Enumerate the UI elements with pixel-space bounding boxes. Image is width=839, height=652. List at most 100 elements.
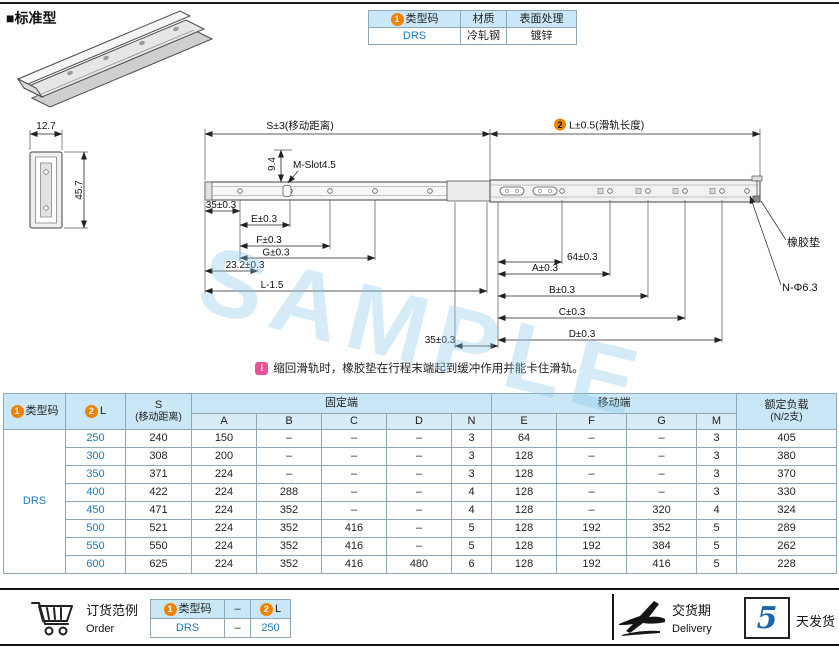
table-cell: –: [386, 465, 452, 484]
dim-l-label: L±0.5(滑轨长度): [569, 119, 644, 132]
table-cell: 324: [736, 501, 838, 520]
top-rule: [0, 2, 839, 4]
table-cell: –: [386, 429, 452, 448]
cart-icon: [31, 602, 73, 636]
table-cell: 250: [65, 429, 126, 448]
header-s-line2: (移动距离): [135, 412, 182, 424]
table-cell: –: [556, 501, 628, 520]
spec-value-type-code: DRS: [368, 27, 461, 45]
table-cell: –: [386, 483, 452, 502]
table-cell: 150: [191, 429, 257, 448]
type-code-badge: 1: [10, 405, 24, 418]
header-type-code-label: 类型码: [25, 405, 59, 418]
table-cell: –: [556, 429, 628, 448]
header-col-c: C: [321, 413, 387, 430]
table-cell: 371: [125, 465, 192, 484]
table-cell: –: [556, 483, 628, 502]
table-cell: 600: [65, 555, 126, 574]
fixed-end-dimensions: 35±0.3 E±0.3 F±0.3 G±0.3 23.2±0.3 L-1.5: [204, 200, 488, 294]
table-cell: 128: [491, 447, 558, 466]
type-code-badge: 1: [390, 12, 404, 26]
table-cell: –: [321, 465, 387, 484]
right-annotations: 橡胶垫 N-Φ6.3: [749, 195, 820, 294]
table-cell: 224: [191, 465, 257, 484]
header-col-f: F: [556, 413, 628, 430]
table-row: 600 625 224 352 416 480 6 128 192 416 5 …: [4, 555, 838, 574]
table-cell: –: [256, 429, 322, 448]
dim-d: D±0.3: [569, 329, 596, 340]
airplane-icon: [619, 601, 665, 636]
note: ! 缩回滑轨时，橡胶垫在行程末端起到缓冲作用并能卡住滑轨。: [0, 360, 839, 376]
dim-section-width: 12.7: [36, 121, 56, 132]
rubber-pad-label: 橡胶垫: [787, 235, 820, 249]
table-cell: 300: [65, 447, 126, 466]
delivery-days: 5: [756, 600, 778, 636]
table-cell: 625: [125, 555, 192, 574]
moving-end-dimensions: 64±0.3 A±0.3 B±0.3 C±0.3 D±0.3 35±0.3: [425, 200, 723, 349]
order-value-dash: –: [224, 618, 251, 638]
table-row: 300 308 200 – – – 3 128 – – 3 380: [4, 447, 838, 466]
table-cell: 224: [191, 519, 257, 538]
header-s-line1: S: [154, 399, 163, 412]
dim-232: 23.2±0.3: [226, 260, 265, 271]
table-cell: 224: [191, 537, 257, 556]
table-cell: 320: [626, 501, 698, 520]
table-cell: 128: [491, 555, 558, 574]
table-cell: –: [556, 447, 628, 466]
table-cell: 471: [125, 501, 192, 520]
type-code-cell: DRS: [3, 429, 66, 574]
table-row: 450 471 224 352 – – 4 128 – 320 4 324: [4, 501, 838, 520]
table-cell: 224: [191, 483, 257, 502]
table-cell: 5: [450, 519, 493, 538]
table-cell: 3: [696, 483, 738, 502]
l-badge: 2: [84, 405, 98, 418]
n-hole-label: N-Φ6.3: [782, 282, 818, 294]
table-cell: 4: [450, 501, 493, 520]
table-cell: 416: [321, 519, 387, 538]
table-cell: 3: [450, 465, 493, 484]
spec-value-surface: 镀锌: [506, 27, 577, 45]
table-cell: 416: [321, 555, 387, 574]
table-cell: 192: [556, 537, 628, 556]
dim-slot-offset: 9.4: [267, 157, 278, 171]
table-cell: 3: [696, 465, 738, 484]
spec-header-surface: 表面处理: [506, 10, 577, 28]
delivery-unit: 天发货: [796, 614, 836, 629]
dim-64: 64±0.3: [567, 252, 598, 263]
header-load-line2: (N/2支): [770, 412, 803, 424]
table-cell: –: [321, 501, 387, 520]
product-illustration: [16, 10, 214, 108]
header-col-m: M: [696, 413, 738, 430]
dim-g: G±0.3: [262, 248, 290, 259]
table-cell: 480: [386, 555, 452, 574]
table-cell: 240: [125, 429, 192, 448]
table-cell: 3: [696, 429, 738, 448]
table-cell: 289: [736, 519, 838, 538]
order-header-dash: –: [224, 599, 251, 619]
header-col-b: B: [256, 413, 322, 430]
table-cell: 450: [65, 501, 126, 520]
table-row: 550 550 224 352 416 – 5 128 192 384 5 26…: [4, 537, 838, 556]
header-fixed-end: 固定端: [190, 393, 493, 414]
table-cell: –: [626, 483, 698, 502]
table-cell: 500: [65, 519, 126, 538]
dim-l-minus: L-1.5: [261, 280, 284, 291]
header-col-g: G: [626, 413, 698, 430]
dim-35-right: 35±0.3: [425, 335, 456, 346]
table-cell: 416: [626, 555, 698, 574]
table-cell: 352: [256, 537, 322, 556]
table-row: 400 422 224 288 – – 4 128 – – 3 330: [4, 483, 838, 502]
rail-drawing: [204, 175, 763, 203]
table-cell: 128: [491, 465, 558, 484]
table-cell: 550: [125, 537, 192, 556]
table-cell: 352: [256, 519, 322, 538]
table-cell: –: [256, 465, 322, 484]
m-slot-label: M-Slot4.5: [293, 160, 336, 171]
table-cell: 5: [696, 555, 738, 574]
